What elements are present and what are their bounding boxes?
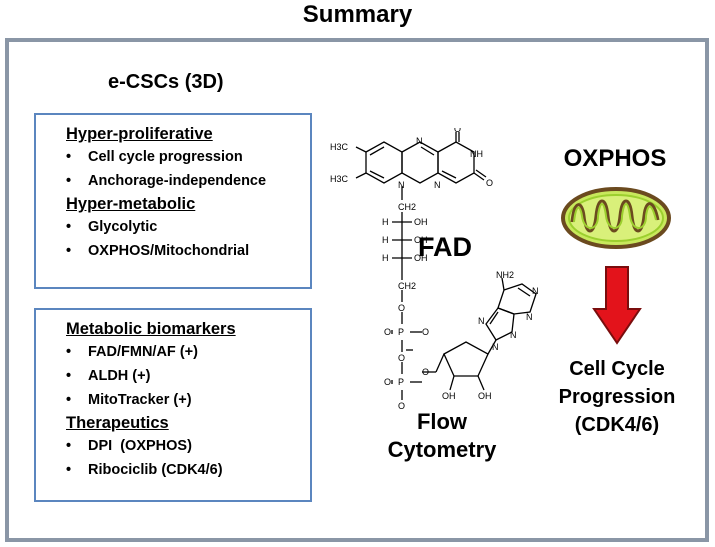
biomarkers-box: Metabolic biomarkers FAD/FMN/AF (+) ALDH…	[34, 308, 312, 502]
list-item: ALDH (+)	[66, 364, 236, 388]
molecule-label: P	[398, 377, 404, 387]
molecule-label: O	[398, 303, 405, 313]
cell-cycle-label: Cell Cycle Progression (CDK4/6)	[544, 355, 690, 439]
ecsc-heading: e-CSCs (3D)	[108, 71, 224, 93]
cell-cycle-line: Progression	[558, 386, 676, 408]
section-title: Metabolic biomarkers	[66, 320, 236, 338]
list-item: Glycolytic	[66, 215, 266, 239]
molecule-label: O	[384, 327, 391, 337]
section-title: Therapeutics	[66, 414, 169, 432]
list-item: MitoTracker (+)	[66, 388, 236, 412]
molecule-label: OH	[414, 253, 428, 263]
cell-cycle-line: (CDK4/6)	[574, 414, 660, 436]
molecule-label: OH	[414, 235, 428, 245]
list-item: DPI (OXPHOS)	[66, 434, 236, 458]
bullet-list: Glycolytic OXPHOS/Mitochondrial	[66, 215, 266, 263]
bullet-list: Cell cycle progression Anchorage-indepen…	[66, 145, 266, 193]
molecule-label: O	[422, 367, 429, 377]
molecule-label: P	[398, 327, 404, 337]
cell-cycle-line: Cell Cycle	[569, 358, 665, 380]
molecule-label: N	[478, 316, 485, 326]
properties-box: Hyper-proliferative Cell cycle progressi…	[34, 113, 312, 289]
molecule-label: H	[382, 253, 389, 263]
section-title: Hyper-metabolic	[66, 195, 196, 213]
properties-list: Hyper-proliferative Cell cycle progressi…	[66, 123, 266, 263]
molecule-label: OH	[478, 391, 492, 401]
molecule-label: H3C	[330, 174, 349, 184]
flow-label-line: Flow	[416, 409, 468, 434]
bullet-list: DPI (OXPHOS) Ribociclib (CDK4/6)	[66, 434, 236, 482]
molecule-label: O	[398, 401, 405, 411]
molecule-label: H	[382, 217, 389, 227]
oxphos-label: OXPHOS	[563, 145, 667, 172]
molecule-label: NH2	[496, 270, 514, 280]
molecule-label: O	[384, 377, 391, 387]
section-title: Hyper-proliferative	[66, 125, 213, 143]
fad-label: FAD	[418, 232, 472, 262]
molecule-label: N	[492, 342, 499, 352]
molecule-label: O	[486, 178, 493, 188]
list-item: Ribociclib (CDK4/6)	[66, 458, 236, 482]
molecule-label: N	[532, 286, 539, 296]
molecule-label: H	[382, 235, 389, 245]
molecule-label: N	[526, 312, 533, 322]
list-item: FAD/FMN/AF (+)	[66, 340, 236, 364]
molecule-label: OH	[414, 217, 428, 227]
list-item: Anchorage-independence	[66, 169, 266, 193]
molecule-label: OH	[442, 391, 456, 401]
molecule-label: NH	[470, 149, 483, 159]
list-item: OXPHOS/Mitochondrial	[66, 239, 266, 263]
molecule-label: N	[416, 136, 423, 146]
molecule-label: N	[510, 330, 517, 340]
molecule-label: O	[398, 353, 405, 363]
molecule-label: O	[454, 128, 461, 134]
mitochondrion-icon	[561, 187, 671, 249]
down-arrow-icon	[592, 266, 642, 345]
molecule-label: CH2	[398, 202, 416, 212]
page-title: Summary	[302, 1, 413, 28]
molecule-label: N	[434, 180, 441, 190]
molecule-label: O	[422, 327, 429, 337]
molecule-label: N	[398, 180, 405, 190]
biomarkers-list: Metabolic biomarkers FAD/FMN/AF (+) ALDH…	[66, 318, 236, 482]
flow-cytometry-label: Flow Cytometry	[380, 408, 504, 464]
molecule-label: H3C	[330, 142, 349, 152]
bullet-list: FAD/FMN/AF (+) ALDH (+) MitoTracker (+)	[66, 340, 236, 412]
flow-label-line: Cytometry	[387, 437, 497, 462]
fad-molecule-structure: H3C H3C N N N NH O O CH2 H H H OH OH OH …	[330, 128, 539, 411]
summary-frame	[5, 38, 709, 542]
list-item: Cell cycle progression	[66, 145, 266, 169]
molecule-label: CH2	[398, 281, 416, 291]
